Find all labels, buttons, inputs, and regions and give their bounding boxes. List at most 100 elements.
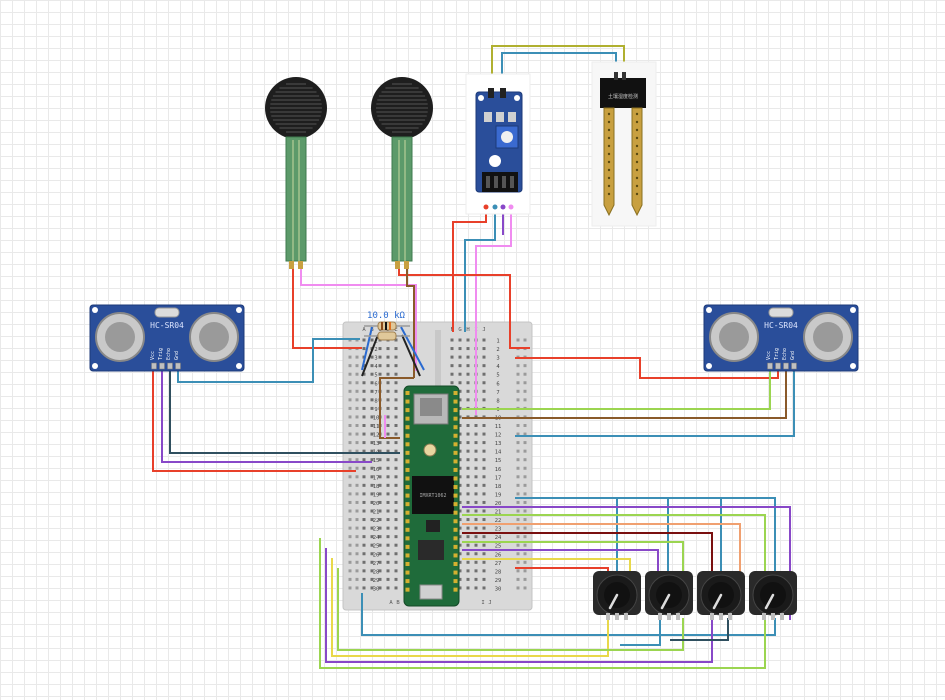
wire-res-right-leg2[interactable] — [401, 334, 421, 377]
wire-us2-gnd[interactable] — [515, 368, 795, 437]
knob-pointer — [660, 593, 671, 610]
fsr-left-pin2 — [298, 261, 303, 269]
wire-bottom-green2[interactable] — [337, 568, 684, 651]
pin[interactable] — [159, 362, 165, 370]
wire-res-right-leg[interactable] — [400, 326, 425, 371]
resistor-body-2 — [377, 331, 397, 341]
row-number: 28 — [495, 569, 502, 575]
row-number: 20 — [373, 501, 380, 507]
teensy-board[interactable]: IMXRT1062 — [403, 385, 460, 607]
wire-probe-olive[interactable] — [491, 45, 625, 88]
soil-header — [482, 172, 518, 192]
row-number: 25 — [495, 544, 502, 550]
wire-soil-vcc[interactable] — [452, 207, 487, 332]
fsr-right-tail — [391, 136, 413, 262]
wire-pot-orange[interactable] — [462, 523, 741, 575]
force-sensor-right[interactable] — [371, 77, 433, 269]
wire-us2-vcc[interactable] — [515, 357, 779, 379]
soil-moisture-module[interactable] — [465, 73, 531, 215]
wire-us1-vcc[interactable] — [152, 368, 356, 472]
row-number: 10 — [373, 415, 380, 421]
row-number: 17 — [373, 475, 380, 481]
row-number: 30 — [373, 586, 380, 592]
pin-label: Gnd — [174, 351, 180, 360]
potentiometer-1[interactable] — [593, 571, 641, 620]
fsr-left-pattern — [270, 83, 322, 133]
potentiometers — [593, 571, 797, 620]
wire-pot-purple-b[interactable] — [462, 549, 659, 575]
pin[interactable] — [767, 362, 773, 370]
chip-label: IMXRT1062 — [419, 493, 446, 499]
wire-us2-echo[interactable] — [462, 368, 787, 419]
resistor[interactable]: 10.0 kΩ — [364, 311, 410, 341]
wire-bottom-blue2[interactable] — [620, 618, 661, 646]
row-number: 12 — [373, 433, 380, 439]
row-number: 21 — [495, 510, 502, 516]
row-number: 29 — [373, 578, 380, 584]
row-number: 30 — [495, 586, 502, 592]
wire-soil-ao[interactable] — [475, 207, 512, 415]
wire-us1-trig[interactable] — [161, 368, 372, 463]
pin[interactable] — [151, 362, 157, 370]
potentiometer-3[interactable] — [697, 571, 745, 620]
row-number: 21 — [373, 510, 380, 516]
wire-fsr1-pink[interactable] — [300, 268, 417, 371]
wire-bottom-lightgreen[interactable] — [319, 538, 766, 669]
wire-fsr1-red[interactable] — [292, 268, 362, 349]
row-number: 29 — [495, 578, 502, 584]
pin[interactable] — [783, 362, 789, 370]
pin-label: Gnd — [790, 351, 796, 360]
wire-us1-echo[interactable] — [169, 368, 400, 454]
pin[interactable] — [791, 362, 797, 370]
column-letter: I — [481, 600, 484, 606]
wire-pot-yellow[interactable] — [462, 558, 631, 575]
wire-fsr2-red[interactable] — [398, 268, 530, 349]
wire-pot-gnd-bus[interactable] — [515, 497, 776, 575]
wire-bottom-blue[interactable] — [361, 593, 776, 636]
row-number: 19 — [373, 492, 380, 498]
potentiometer-2[interactable] — [645, 571, 693, 620]
row-number: 12 — [495, 433, 502, 439]
usb-port[interactable] — [419, 584, 443, 600]
wire-fsr2-brown[interactable] — [406, 268, 415, 378]
wire-soil-gnd[interactable] — [464, 207, 496, 332]
force-sensor-left[interactable] — [265, 77, 327, 269]
column-letter: B — [396, 600, 400, 606]
sd-card — [420, 398, 442, 416]
pin-label: Trig — [774, 348, 780, 360]
wire-us1-gnd[interactable] — [177, 338, 360, 383]
column-letter: E — [394, 327, 397, 333]
row-number: 2 — [496, 347, 499, 353]
row-number: 4 — [374, 364, 378, 370]
column-letter: H — [466, 327, 469, 333]
wire-pot-green-a[interactable] — [462, 514, 766, 575]
column-letter: G — [458, 327, 461, 333]
pin-label: Vcc — [766, 351, 772, 360]
wire-res-left-leg2[interactable] — [361, 334, 379, 377]
wire-us2-trig[interactable] — [462, 368, 771, 410]
row-number: 13 — [495, 441, 502, 447]
row-number: 5 — [374, 373, 377, 379]
fsr-left-tail — [285, 136, 307, 262]
row-number: 19 — [495, 492, 502, 498]
soil-probe[interactable]: 土壤湿度检测 — [591, 61, 657, 227]
wire-bottom-slate[interactable] — [670, 618, 729, 641]
wire-pot-green-b[interactable] — [462, 541, 684, 575]
pin[interactable] — [167, 362, 173, 370]
wire-bottom-yellow[interactable] — [331, 558, 609, 657]
knob-pointer — [712, 593, 723, 610]
row-number: 7 — [496, 390, 499, 396]
pin[interactable] — [775, 362, 781, 370]
row-number: 18 — [495, 484, 502, 490]
wire-res-left-leg[interactable] — [361, 326, 373, 371]
wire-brown-loop[interactable] — [379, 377, 414, 439]
row-number: 22 — [373, 518, 380, 524]
wire-pot-darkred[interactable] — [462, 532, 713, 575]
pin[interactable] — [175, 362, 181, 370]
us-right-label: HC-SR04 — [764, 321, 798, 330]
teensy-button[interactable] — [423, 443, 437, 457]
potentiometer-4[interactable] — [749, 571, 797, 620]
